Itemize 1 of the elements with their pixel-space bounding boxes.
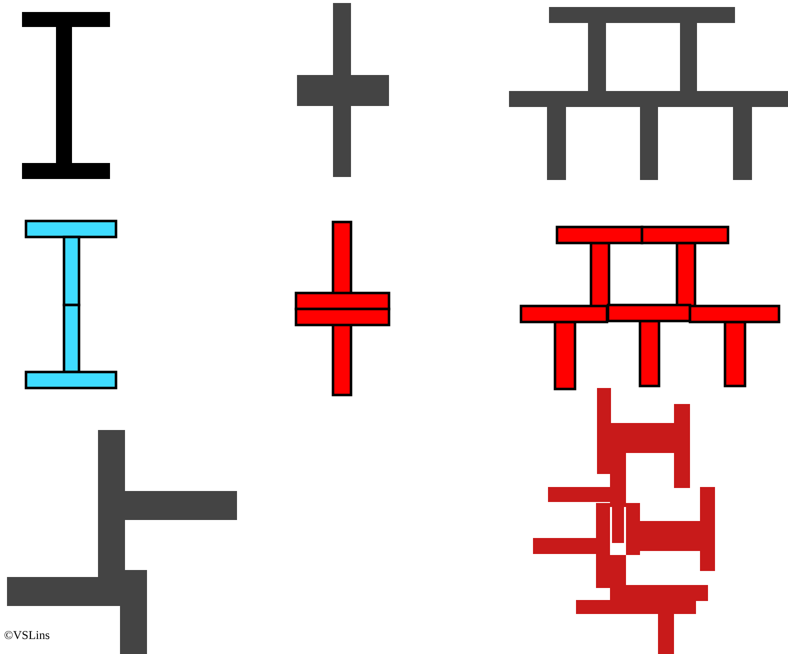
copyright-note: ©VSLins (4, 628, 50, 643)
